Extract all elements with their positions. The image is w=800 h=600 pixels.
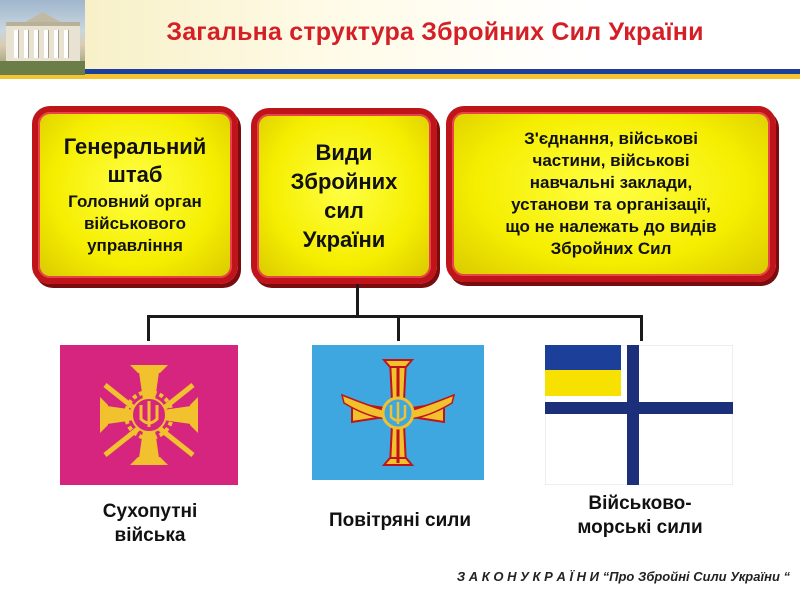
connector-horizontal [147,315,643,318]
general-staff-box: Генеральний штаб Головний орган військов… [32,106,238,284]
land-forces-caption: Сухопутні війська [70,500,230,548]
header-stripe-yellow [85,74,800,79]
connector-drop-left [147,315,150,341]
other-units-box-label: З'єднання, військові частини, військові … [491,128,730,260]
building-photo-icon [0,0,85,75]
law-reference: З А К О Н У К Р А Ї Н И “Про Збройні Сил… [380,569,790,584]
air-force-caption: Повітряні сили [305,509,495,533]
connector-vertical-main [356,284,359,316]
branches-box: Види Збройних сил України [251,108,437,284]
other-units-box: З'єднання, військові частини, військові … [446,106,776,282]
general-staff-title: Генеральний штаб [64,133,207,189]
page-title: Загальна структура Збройних Сил України [85,18,785,47]
land-forces-flag-icon [60,345,238,485]
branches-box-label: Види Збройних сил України [291,138,398,254]
connector-drop-middle [397,315,400,341]
navy-flag-icon [545,345,733,485]
header: Загальна структура Збройних Сил України [0,0,800,80]
general-staff-description: Головний орган військового управління [68,191,202,257]
air-force-flag-icon [312,345,484,480]
connector-drop-right [640,315,643,341]
navy-caption: Військово- морські сили [555,492,725,540]
